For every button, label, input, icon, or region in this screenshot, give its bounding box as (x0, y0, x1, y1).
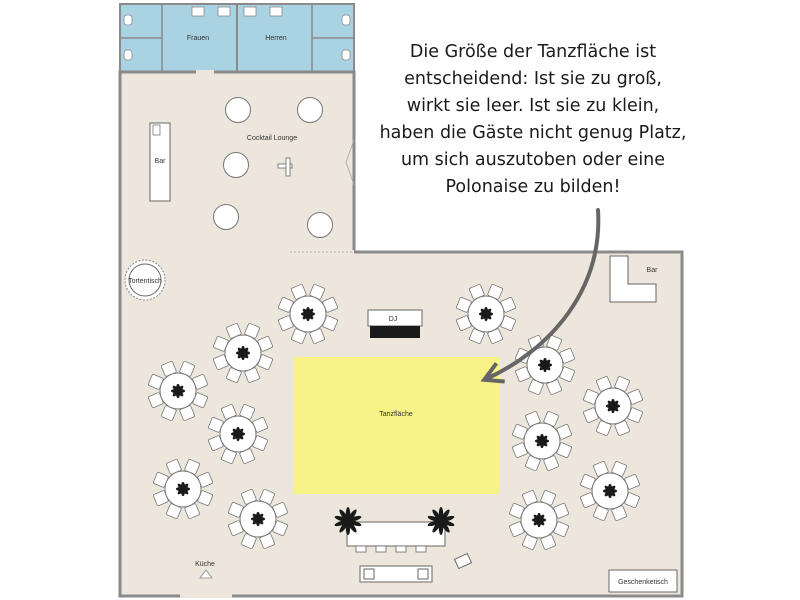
cocktail-table (223, 152, 249, 178)
cocktail-lounge-tables (213, 97, 333, 238)
cake-table (124, 259, 166, 301)
gift-table (608, 569, 678, 593)
gift-table-label: Geschenketisch (618, 579, 668, 586)
door-swing (345, 139, 355, 186)
callout-line-1: Die Größe der Tanzfläche ist (410, 42, 656, 62)
centerpiece-icon (537, 357, 553, 373)
round-guest-table (213, 323, 273, 383)
centerpiece-icon (478, 306, 494, 322)
restroom-women-label: Frauen (187, 35, 209, 42)
round-guest-table (580, 461, 640, 521)
centerpiece-icon (175, 481, 191, 497)
callout-line-5: um sich auszutoben oder eine (401, 150, 665, 170)
callout-line-3: wirkt sie leer. Ist sie zu klein, (407, 96, 659, 116)
centerpiece-icon (230, 426, 246, 442)
small-side-table (453, 552, 473, 570)
venue-walls (118, 70, 684, 598)
centerpiece-icon (602, 483, 618, 499)
lounge-bench (359, 565, 433, 583)
round-guest-table (456, 284, 516, 344)
round-guest-table (208, 404, 268, 464)
cocktail-table (225, 97, 251, 123)
centerpiece-icon (605, 398, 621, 414)
callout-box: Die Größe der Tanzfläche ist entscheiden… (362, 22, 724, 232)
round-guest-table (512, 411, 572, 471)
centerpiece-icon (534, 433, 550, 449)
lounge-fixture-icon (277, 157, 293, 177)
centerpiece-icon (250, 511, 266, 527)
bar-counter-left (149, 122, 171, 202)
centerpiece-icon (300, 306, 316, 322)
callout-line-4: haben die Gäste nicht genug Platz, (380, 123, 687, 143)
cocktail-table (213, 204, 239, 230)
dj-label: DJ (389, 316, 398, 323)
round-guest-table (153, 459, 213, 519)
round-guest-table (228, 489, 288, 549)
centerpiece-icon (531, 512, 547, 528)
plant-icon (334, 507, 362, 535)
centerpiece-icon (170, 383, 186, 399)
callout-line-2: entscheidend: Ist sie zu groß, (404, 69, 662, 89)
round-guest-table (509, 490, 569, 550)
head-table (346, 521, 446, 553)
bar-left-label: Bar (155, 158, 167, 165)
toilet-icon (123, 14, 351, 61)
dance-floor (293, 357, 500, 494)
callout-arrow (486, 208, 601, 379)
bar-counter-right (609, 255, 657, 303)
cocktail-table (307, 212, 333, 238)
kitchen-door-icon (199, 569, 213, 579)
cocktail-table (297, 97, 323, 123)
plant-icon (427, 507, 455, 535)
cocktail-lounge-label: Cocktail Lounge (247, 135, 297, 142)
kitchen-label: Küche (195, 561, 215, 568)
round-guest-table (583, 376, 643, 436)
round-guest-table (278, 284, 338, 344)
guest-tables (148, 284, 643, 550)
callout-line-6: Polonaise zu bilden! (446, 177, 621, 197)
bar-right-label: Bar (647, 267, 659, 274)
dj-booth (367, 309, 423, 338)
centerpiece-icon (235, 345, 251, 361)
cake-table-label: Tortentisch (128, 278, 162, 285)
round-guest-table (148, 361, 208, 421)
dance-floor-label: Tanzfläche (379, 411, 413, 418)
sink-icon (191, 6, 283, 17)
restroom-men-label: Herren (265, 35, 287, 42)
